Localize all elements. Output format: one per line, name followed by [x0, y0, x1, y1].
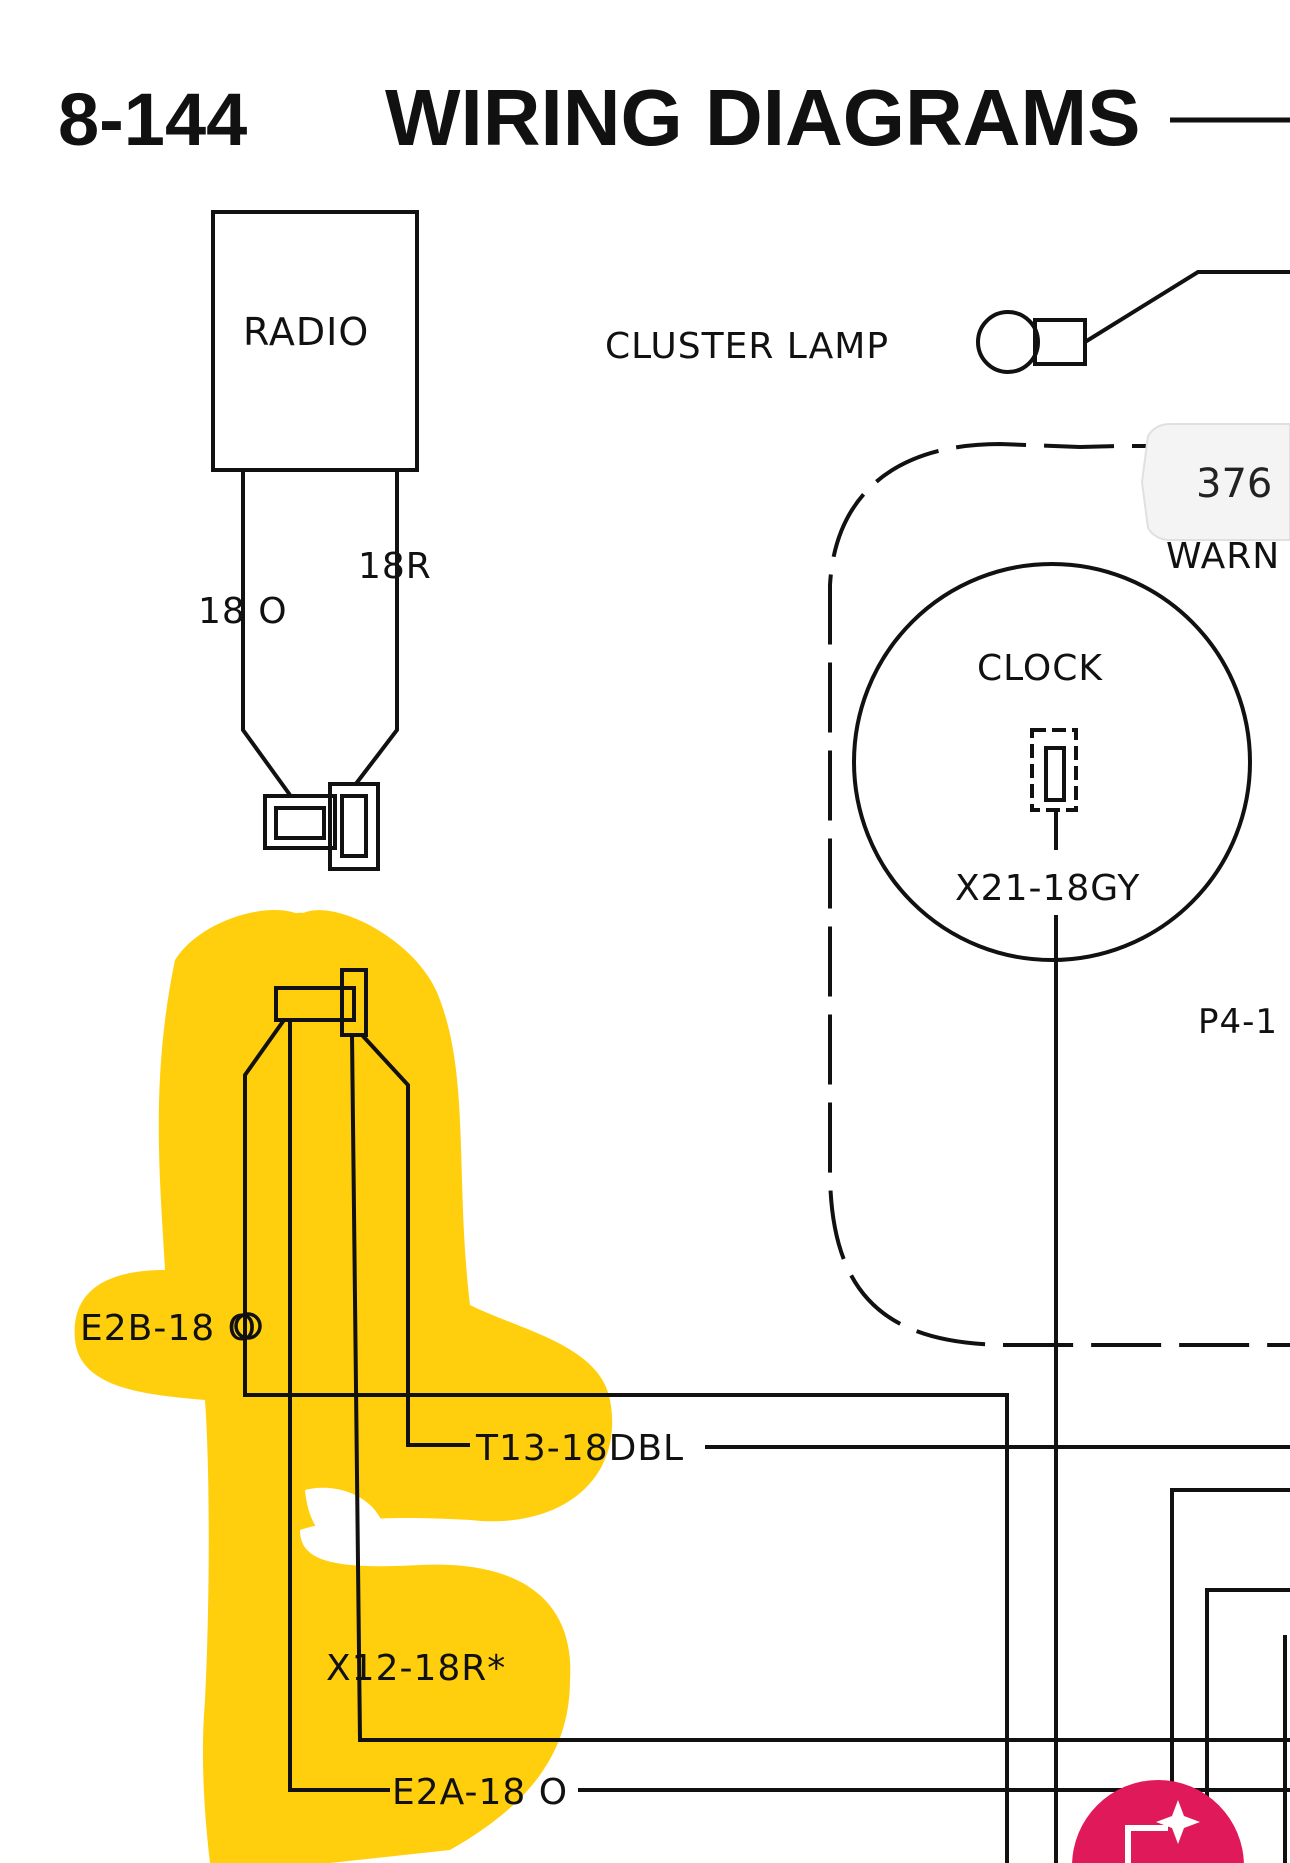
cluster-lamp-label: CLUSTER LAMP: [605, 326, 889, 367]
clock-label: CLOCK: [977, 648, 1103, 689]
right-bus-1: [1170, 1488, 1290, 1863]
wire-e2a-vertical: [288, 1020, 390, 1792]
page-number: 8-144: [58, 78, 247, 161]
clock-lead-label: X21-18GY: [955, 868, 1140, 909]
p4-label-partial: P4-1: [1198, 1002, 1278, 1042]
wire-t13-vertical: [360, 1033, 470, 1447]
radio-wire-left-label: 18 O: [198, 591, 288, 632]
wire-x12: [350, 1034, 1290, 1742]
warning-enclosure: [828, 441, 1290, 1347]
page-title: WIRING DIAGRAMS: [385, 73, 1141, 162]
radio-wire-right: [353, 470, 399, 787]
highlight-main: [74, 910, 613, 1863]
highlight-top: [260, 912, 350, 1020]
cluster-lamp-bulb: [976, 310, 1087, 374]
wire-e2b-color-marker: [234, 1312, 262, 1340]
floating-action-button[interactable]: [1072, 1780, 1244, 1863]
clock-body: [852, 562, 1252, 962]
page-badge-label: 376: [1196, 461, 1272, 507]
radio-box: [211, 210, 419, 472]
highlight-gap: [305, 1487, 386, 1549]
page-badge[interactable]: 376: [1140, 423, 1290, 541]
radio-wire-right-label: 18R: [358, 546, 432, 587]
wire-e2b: [243, 1018, 1009, 1863]
wire-x12-label: X12-18R*: [326, 1648, 506, 1689]
right-bus-2: [1205, 1588, 1290, 1863]
clock-connector: [1030, 728, 1078, 812]
wire-e2a-label: E2A-18 O: [392, 1772, 568, 1813]
radio-wire-left: [241, 470, 292, 797]
radio-connector: [263, 782, 380, 871]
radio-label: RADIO: [243, 310, 369, 354]
warning-label-partial: WARN: [1166, 536, 1280, 577]
page-badge-shape: [1140, 423, 1290, 541]
sparkle-edit-icon: [1125, 1800, 1200, 1863]
wire-t13-label: T13-18DBL: [475, 1428, 684, 1469]
cluster-lamp-wire: [1083, 270, 1290, 344]
highlighter-marks: [74, 910, 613, 1863]
wire-e2b-label: E2B-18 O: [80, 1308, 257, 1349]
